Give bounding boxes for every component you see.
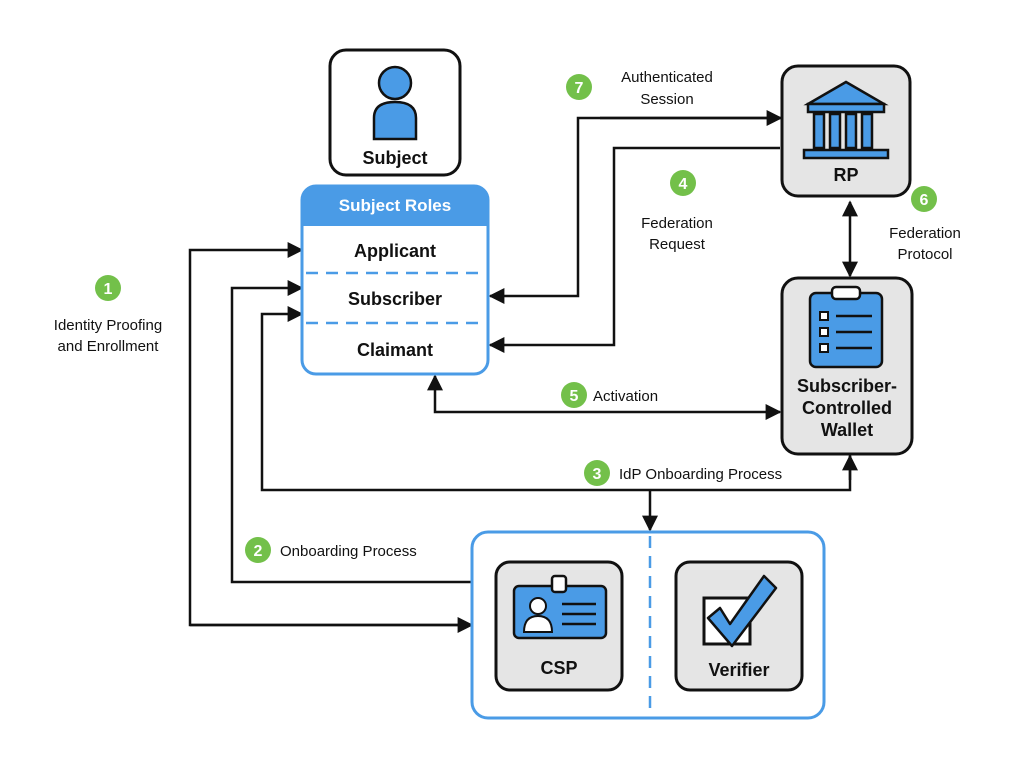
- checkmark-box-icon: [702, 574, 778, 648]
- csp-label: CSP: [540, 658, 577, 678]
- wallet-label-line3: Wallet: [821, 420, 873, 440]
- step-4-label-line1: Federation: [641, 215, 713, 232]
- subject-node: Subject: [328, 48, 462, 177]
- step-1-label-line1: Identity Proofing: [54, 317, 162, 334]
- connector-onboarding: [230, 280, 472, 584]
- clipboard-checklist-icon: [808, 285, 884, 369]
- step-6-number: 6: [920, 192, 929, 209]
- step-6-label-line1: Federation: [889, 225, 961, 242]
- verifier-node: Verifier: [674, 560, 804, 692]
- role-subscriber: Subscriber: [348, 289, 442, 309]
- wallet-label-line2: Controlled: [802, 398, 892, 418]
- role-claimant: Claimant: [357, 340, 433, 360]
- step-4-number: 4: [679, 176, 688, 193]
- step-1-label-line2: and Enrollment: [58, 338, 160, 355]
- wallet-node: Subscriber- Controlled Wallet: [780, 276, 914, 456]
- step-5-label: Activation: [593, 388, 658, 405]
- step-6: 6 Federation Protocol: [889, 186, 961, 263]
- step-7: 7 Authenticated Session: [566, 69, 713, 108]
- step-3-label: IdP Onboarding Process: [619, 466, 782, 483]
- step-badge: [566, 74, 592, 100]
- verifier-label: Verifier: [708, 660, 769, 680]
- step-1: 1 Identity Proofing and Enrollment: [54, 275, 162, 355]
- id-badge-icon: [512, 574, 608, 640]
- connector-federation-request: [488, 146, 780, 353]
- connector-authenticated-session: [488, 116, 780, 304]
- subject-roles-node: Subject Roles Applicant Subscriber Claim…: [300, 184, 490, 376]
- connector-activation: [427, 374, 782, 420]
- step-4-label-line2: Request: [649, 236, 706, 253]
- step-badge: [245, 537, 271, 563]
- step-2: 2 Onboarding Process: [245, 537, 417, 563]
- step-7-label-line2: Session: [640, 91, 693, 108]
- csp-node: CSP: [494, 560, 624, 692]
- role-applicant: Applicant: [354, 241, 436, 261]
- step-2-label: Onboarding Process: [280, 543, 417, 560]
- step-badge: [670, 170, 696, 196]
- step-7-number: 7: [575, 80, 584, 97]
- step-3-number: 3: [593, 466, 602, 483]
- step-4: 4 Federation Request: [641, 170, 713, 253]
- bank-building-icon: [802, 80, 890, 160]
- step-7-label-line1: Authenticated: [621, 69, 713, 86]
- step-5: 5 Activation: [561, 382, 658, 408]
- step-badge: [584, 460, 610, 486]
- rp-label: RP: [833, 165, 858, 185]
- wallet-label-line1: Subscriber-: [797, 376, 897, 396]
- connectors: [188, 110, 858, 633]
- subject-label: Subject: [362, 148, 427, 168]
- step-6-label-line2: Protocol: [897, 246, 952, 263]
- rp-node: RP: [780, 64, 912, 198]
- step-3: 3 IdP Onboarding Process: [584, 460, 782, 486]
- subject-roles-header: Subject Roles: [339, 196, 451, 215]
- step-2-number: 2: [254, 543, 263, 560]
- person-icon: [372, 65, 418, 141]
- step-badge: [561, 382, 587, 408]
- step-1-number: 1: [104, 281, 113, 298]
- step-badge: [911, 186, 937, 212]
- step-5-number: 5: [570, 388, 579, 405]
- step-badge: [95, 275, 121, 301]
